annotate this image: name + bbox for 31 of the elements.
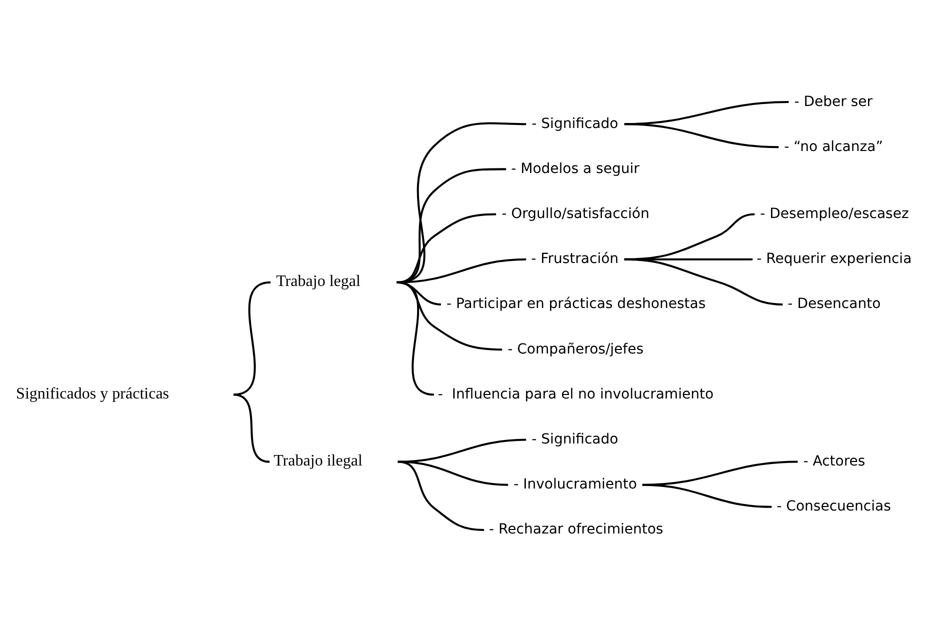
node-text: - Requerir experiencia <box>756 250 912 267</box>
connector <box>398 460 484 530</box>
node-text: - Frustración <box>531 250 619 267</box>
node-text: - Compañeros/jefes <box>508 340 644 357</box>
node-text: Trabajo ilegal <box>274 452 362 470</box>
node-text: - Modelos a seguir <box>511 160 640 176</box>
connector <box>396 168 506 283</box>
connector <box>396 212 496 283</box>
node-text: Trabajo legal <box>276 272 360 290</box>
node-text: - Deber ser <box>794 93 873 110</box>
connector <box>396 122 526 283</box>
connector <box>624 258 783 305</box>
node-text: - Actores <box>803 453 866 470</box>
node-text: - Orgullo/satisfacción <box>502 205 650 222</box>
connector <box>233 280 271 396</box>
connector <box>233 393 270 462</box>
connector <box>396 280 434 396</box>
node-text: - Significado <box>532 430 618 447</box>
connector <box>642 483 772 508</box>
node-text: - Involucramiento <box>514 476 637 492</box>
node-text: - Desempleo/escasez <box>760 205 909 222</box>
node-text: Significados y prácticas <box>16 384 170 402</box>
node-text: - Significado <box>532 115 618 132</box>
connector <box>624 122 779 148</box>
connector <box>398 438 526 462</box>
node-text: - Participar en prácticas deshonestas <box>446 296 706 312</box>
node-text: - Influencia para el no involucramiento <box>438 386 714 402</box>
node-text: - Consecuencias <box>776 498 891 514</box>
node-text: - Desencanto <box>788 296 881 312</box>
node-text: - “no alcanza” <box>784 138 883 154</box>
node-text: - Rechazar ofrecimientos <box>489 521 664 538</box>
